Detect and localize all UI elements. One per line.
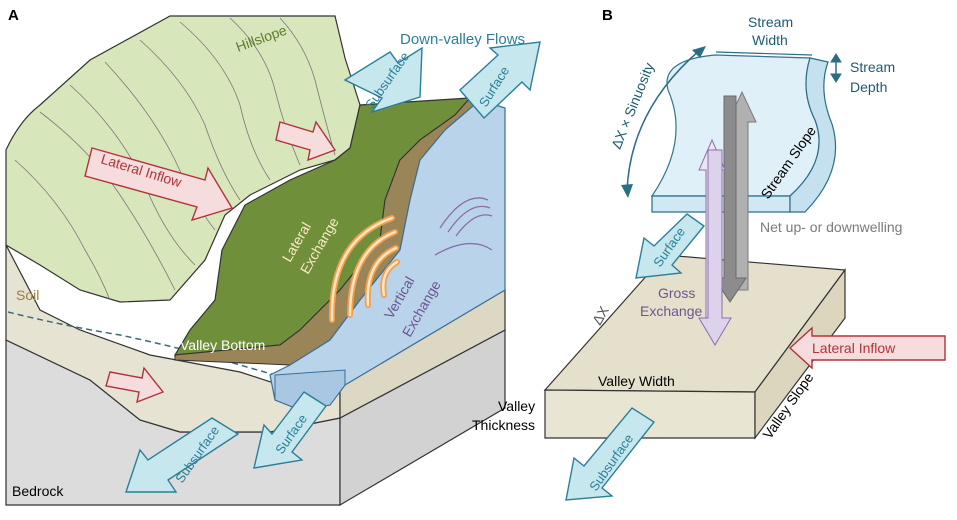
gross-exchange-arrow-down	[698, 149, 732, 346]
subsurface-arrow-b	[565, 407, 656, 501]
stream-front-face	[274, 369, 346, 411]
subsurface-arrow-top	[343, 46, 423, 114]
surface-arrow-top	[459, 41, 541, 120]
lateral-inflow-arrow-b	[788, 326, 946, 370]
sinuosity-label: ΔX × Sinuosity	[608, 60, 657, 151]
lateral-exchange-arcs	[328, 215, 400, 323]
net-updown-label: Net up- or downwelling	[760, 219, 902, 235]
soil-inflow-arrow	[105, 366, 165, 404]
soil-label: Soil	[16, 287, 39, 303]
sinuosity-arc	[626, 49, 701, 193]
stream-width-label-2: Width	[752, 32, 788, 48]
valley-width-label: Valley Width	[598, 373, 675, 389]
bedrock-label: Bedrock	[12, 483, 64, 499]
down-valley-flows-label: Down-valley Flows	[400, 31, 525, 48]
surface-arrow-bottom	[253, 391, 328, 469]
hillslope-surface	[5, 15, 361, 303]
panel-a: A Hillslope Down-valley Flows Subsurface…	[5, 7, 541, 507]
surface-arrow-b	[635, 213, 706, 279]
lateral-inflow-arrow	[84, 147, 234, 222]
valley-block-front	[544, 389, 756, 439]
panel-b-label: B	[602, 7, 613, 24]
valley-thickness-label-1: Valley	[498, 398, 535, 414]
vertical-exchange-arcs	[434, 197, 493, 256]
stream-depth-label-2: Depth	[850, 79, 887, 95]
valley-thickness-label-2: Thickness	[472, 417, 535, 433]
stream-depth-label-1: Stream	[850, 59, 895, 75]
panel-b: B Stream Width Stream Depth ΔX × Sinuosi…	[472, 7, 946, 501]
stream-channel	[269, 99, 506, 411]
lateral-inflow-label-b: Lateral Inflow	[812, 340, 896, 356]
valley-bottom-label: Valley Bottom	[180, 337, 265, 353]
sinuosity-arrowhead-bottom	[621, 184, 633, 198]
sinuosity-arrowhead-top	[692, 46, 706, 58]
subsurface-arrow-bottom	[125, 417, 240, 493]
gross-exchange-label-2: Exchange	[640, 303, 702, 319]
stream-depth-arrow	[830, 53, 842, 83]
stream-block-side	[789, 57, 837, 213]
stream-width-line	[715, 51, 813, 56]
panel-a-label: A	[8, 7, 19, 24]
stream-width-label-1: Stream	[748, 14, 793, 30]
hillslope-inflow-arrow	[275, 120, 337, 162]
gross-exchange-label-1: Gross	[658, 285, 695, 301]
